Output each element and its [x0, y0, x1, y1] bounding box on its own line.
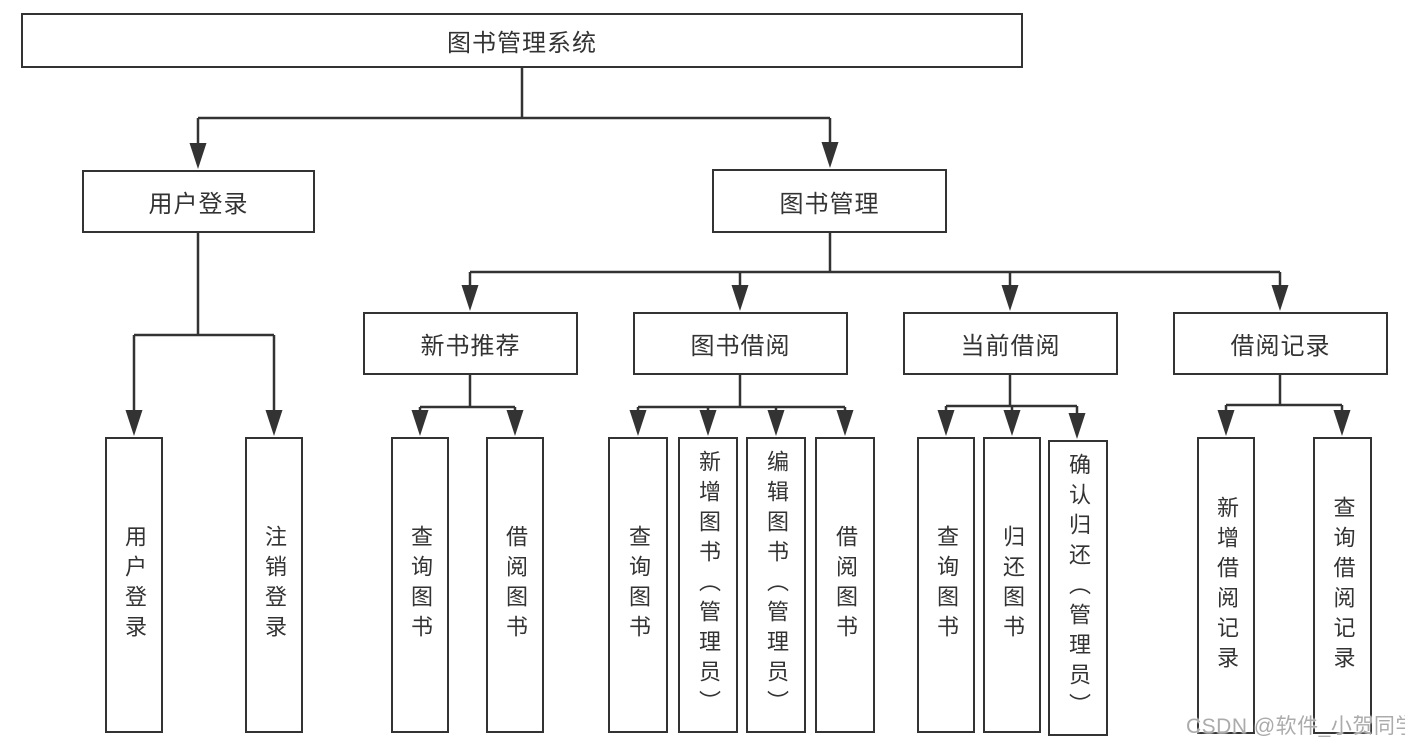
arrowhead	[265, 410, 283, 436]
node-user-login: 用户登录	[82, 170, 315, 233]
arrowhead	[461, 285, 479, 311]
leaf-user-login: 用户登录	[105, 437, 163, 733]
leaf-label: 借阅图书	[833, 525, 858, 645]
leaf-edit-books-admin: 编辑图书（管理员）	[746, 437, 806, 733]
node-label: 图书管理系统	[447, 30, 597, 57]
arrowhead	[1271, 285, 1289, 311]
node-book-borrowing: 图书借阅	[633, 312, 848, 375]
node-label: 用户登录	[148, 191, 249, 218]
arrowhead	[411, 410, 429, 436]
arrowhead	[1068, 413, 1086, 439]
leaf-label: 注销登录	[262, 525, 287, 645]
arrowhead	[506, 410, 524, 436]
leaf-label: 查询图书	[626, 525, 651, 645]
arrowhead	[1333, 410, 1351, 436]
arrowhead	[189, 143, 207, 169]
leaf-add-books-admin: 新增图书（管理员）	[678, 437, 738, 733]
node-label: 图书管理	[779, 190, 880, 218]
leaf-label: 查询图书	[408, 525, 433, 645]
leaf-label: 新增图书（管理员）	[696, 450, 721, 720]
node-borrowing-records: 借阅记录	[1173, 312, 1388, 375]
leaf-query-borrow-record: 查询借阅记录	[1313, 437, 1372, 734]
leaf-confirm-return-admin: 确认归还（管理员）	[1048, 440, 1108, 736]
connector-new-book-rec-to-leaves	[418, 375, 517, 416]
leaf-label: 编辑图书（管理员）	[764, 450, 789, 720]
leaf-query-books-current: 查询图书	[917, 437, 975, 733]
leaf-borrow-books-recommend: 借阅图书	[486, 437, 544, 733]
connector-book-mgmt-to-level3	[468, 233, 1282, 291]
arrowhead	[937, 410, 955, 436]
leaf-label: 查询借阅记录	[1330, 495, 1356, 676]
leaf-query-books-borrow: 查询图书	[608, 437, 668, 733]
leaf-add-borrow-record: 新增借阅记录	[1197, 437, 1255, 734]
arrowhead	[1001, 285, 1019, 311]
arrowhead	[1217, 410, 1235, 436]
leaf-borrow-books: 借阅图书	[815, 437, 875, 733]
arrowhead	[1003, 410, 1021, 436]
leaf-query-books-recommend: 查询图书	[391, 437, 449, 733]
arrowhead	[821, 142, 839, 168]
arrowhead	[836, 410, 854, 436]
leaf-label: 查询图书	[934, 525, 959, 645]
connector-root-to-level2	[196, 68, 832, 147]
connector-book-borrow-to-leaves	[636, 375, 847, 416]
connector-user-login-to-leaves	[132, 233, 276, 415]
leaf-label: 用户登录	[122, 525, 147, 645]
node-label: 图书借阅	[690, 333, 791, 360]
connector-borrow-record-to-leaves	[1224, 375, 1344, 416]
node-library-management-system: 图书管理系统	[21, 13, 1023, 68]
leaf-return-books: 归还图书	[983, 437, 1041, 733]
arrowhead	[629, 410, 647, 436]
arrowhead	[699, 410, 717, 436]
connector-current-borrow-to-leaves	[944, 375, 1079, 418]
leaf-label: 归还图书	[1000, 525, 1025, 645]
arrowhead	[731, 285, 749, 311]
node-book-management: 图书管理	[712, 169, 947, 233]
node-label: 当前借阅	[960, 333, 1061, 360]
leaf-logout: 注销登录	[245, 437, 303, 733]
arrowhead	[125, 410, 143, 436]
node-label: 新书推荐	[420, 333, 521, 360]
node-current-borrowing: 当前借阅	[903, 312, 1118, 375]
node-new-book-recommendation: 新书推荐	[363, 312, 578, 375]
arrowhead	[767, 410, 785, 436]
csdn-watermark: CSDN @软件_小贺同学	[1186, 715, 1405, 738]
node-label: 借阅记录	[1230, 333, 1331, 360]
leaf-label: 新增借阅记录	[1214, 495, 1239, 676]
leaf-label: 确认归还（管理员）	[1066, 453, 1091, 723]
leaf-label: 借阅图书	[503, 525, 528, 645]
